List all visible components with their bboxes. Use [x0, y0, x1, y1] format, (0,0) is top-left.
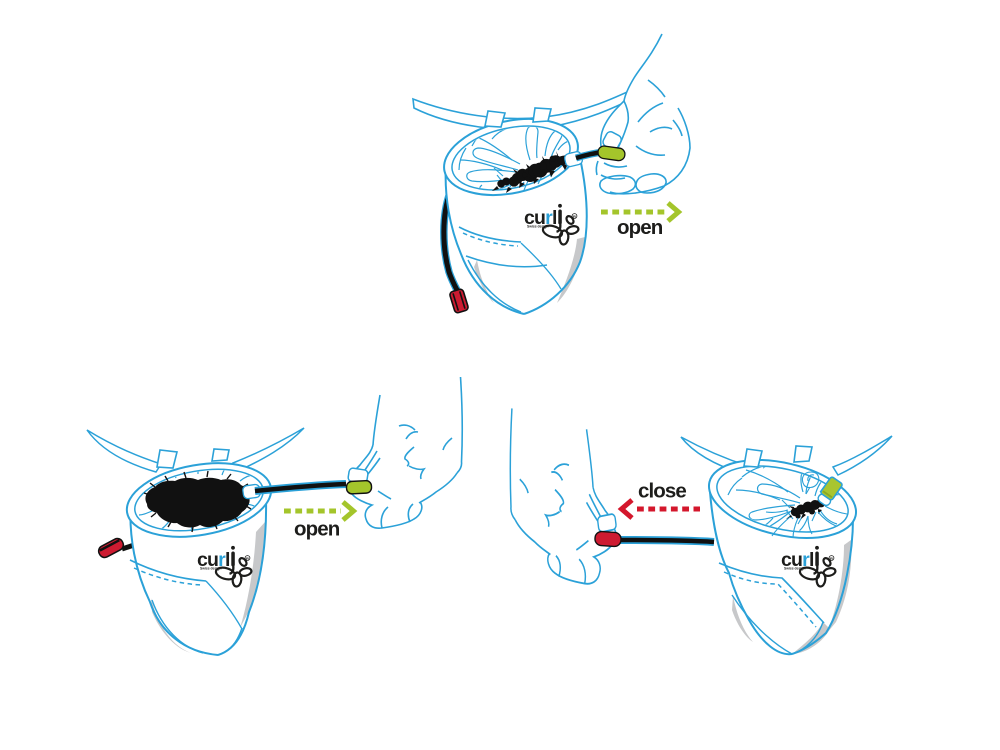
svg-text:open: open: [294, 518, 340, 541]
svg-text:close: close: [638, 480, 686, 503]
svg-text:open: open: [617, 216, 663, 239]
